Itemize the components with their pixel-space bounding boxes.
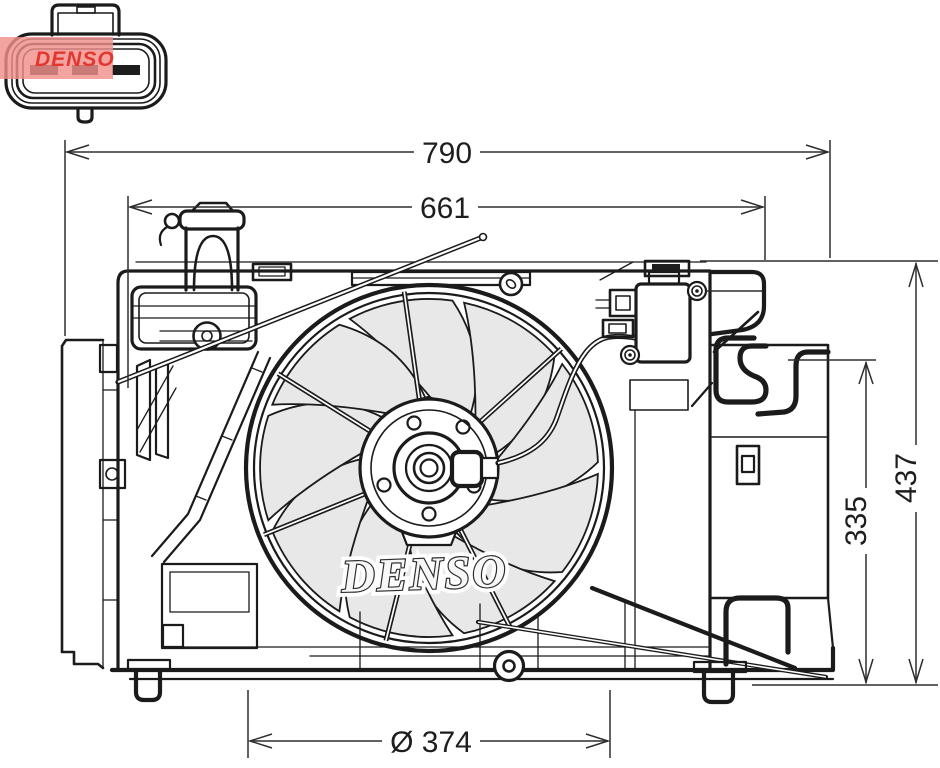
mounting-feet [126,595,791,705]
center-watermark-text: DENSO [340,545,509,602]
left-brace-channel [150,350,272,564]
module-screw-top [686,280,766,302]
dim-label-661: 661 [420,192,470,225]
brand-watermark-band: DENSO [0,37,115,79]
brand-band-text: DENSO [35,48,115,71]
dimension-overall-height: 437 [700,260,938,686]
brand-band-rect [0,37,113,79]
dim-label-790: 790 [422,137,472,170]
dimension-inner-width: 661 [127,192,766,388]
left-side-bracket [60,338,127,670]
connector-key-slot [76,6,96,14]
fan-motor-hub [358,333,639,547]
dimension-inner-height: 335 [788,359,876,685]
dim-label-437: 437 [890,453,923,503]
dimension-annotations: 790 661 437 335 [64,137,938,759]
dim-label-374: Ø 374 [390,726,472,759]
right-mounting-arm [690,269,835,650]
stator-strut [403,291,421,403]
lower-panel-details [160,409,829,683]
stator-strut [458,526,511,627]
filler-cap [178,209,246,231]
dimension-overall-width: 790 [64,137,831,336]
coolant-reservoir [130,201,258,462]
stator-strut [477,348,562,425]
control-module [595,270,766,411]
stay-rod [115,232,488,385]
center-watermark: DENSO DENSO [335,540,514,607]
motor-connector [449,449,485,489]
stator-strut [263,491,369,536]
module-screw-bottom [619,344,641,366]
center-watermark-halo: DENSO [340,545,509,602]
shroud-stator-struts [263,291,563,642]
dimension-fan-diameter: Ø 374 [247,690,611,759]
stator-strut [277,372,374,434]
dim-label-335: 335 [840,496,873,546]
drain-grommet [492,649,526,683]
stator-strut [385,531,414,641]
fan-shroud-assembly [60,201,836,705]
harness-core [497,335,637,464]
